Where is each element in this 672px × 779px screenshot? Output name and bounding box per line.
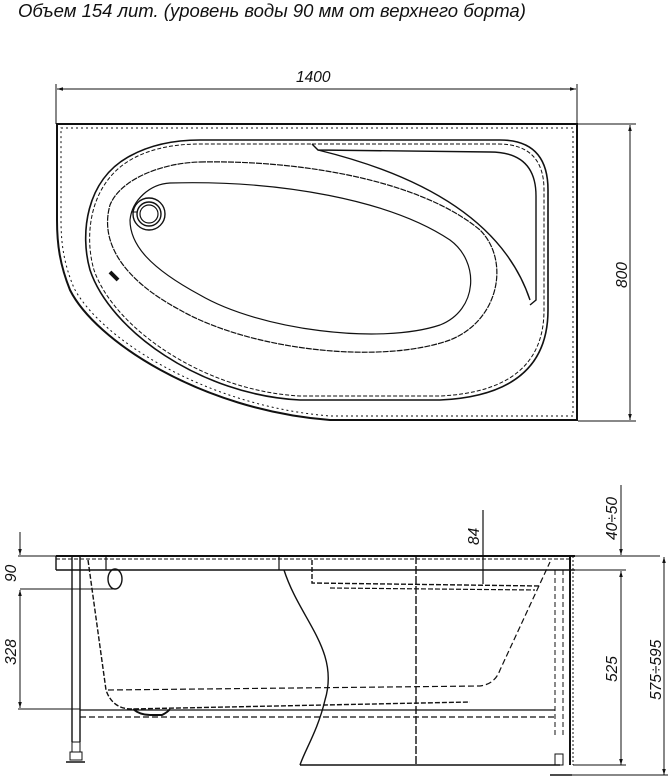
- plan-view: [55, 84, 636, 422]
- height-525-label: 525: [604, 656, 621, 682]
- adjust-dimension-label: 40÷50: [604, 497, 621, 540]
- height-dimension-label: 800: [614, 262, 631, 288]
- shelf-dimension-label: 84: [466, 527, 483, 545]
- drawing-title: Объем 154 лит. (уровень воды 90 мм от ве…: [18, 0, 526, 21]
- rim-dimension-label: 90: [3, 564, 20, 582]
- side-view: [18, 485, 668, 776]
- total-height-label: 575÷595: [648, 639, 665, 700]
- width-dimension-label: 1400: [296, 69, 331, 86]
- depth-dimension-label: 328: [3, 639, 20, 665]
